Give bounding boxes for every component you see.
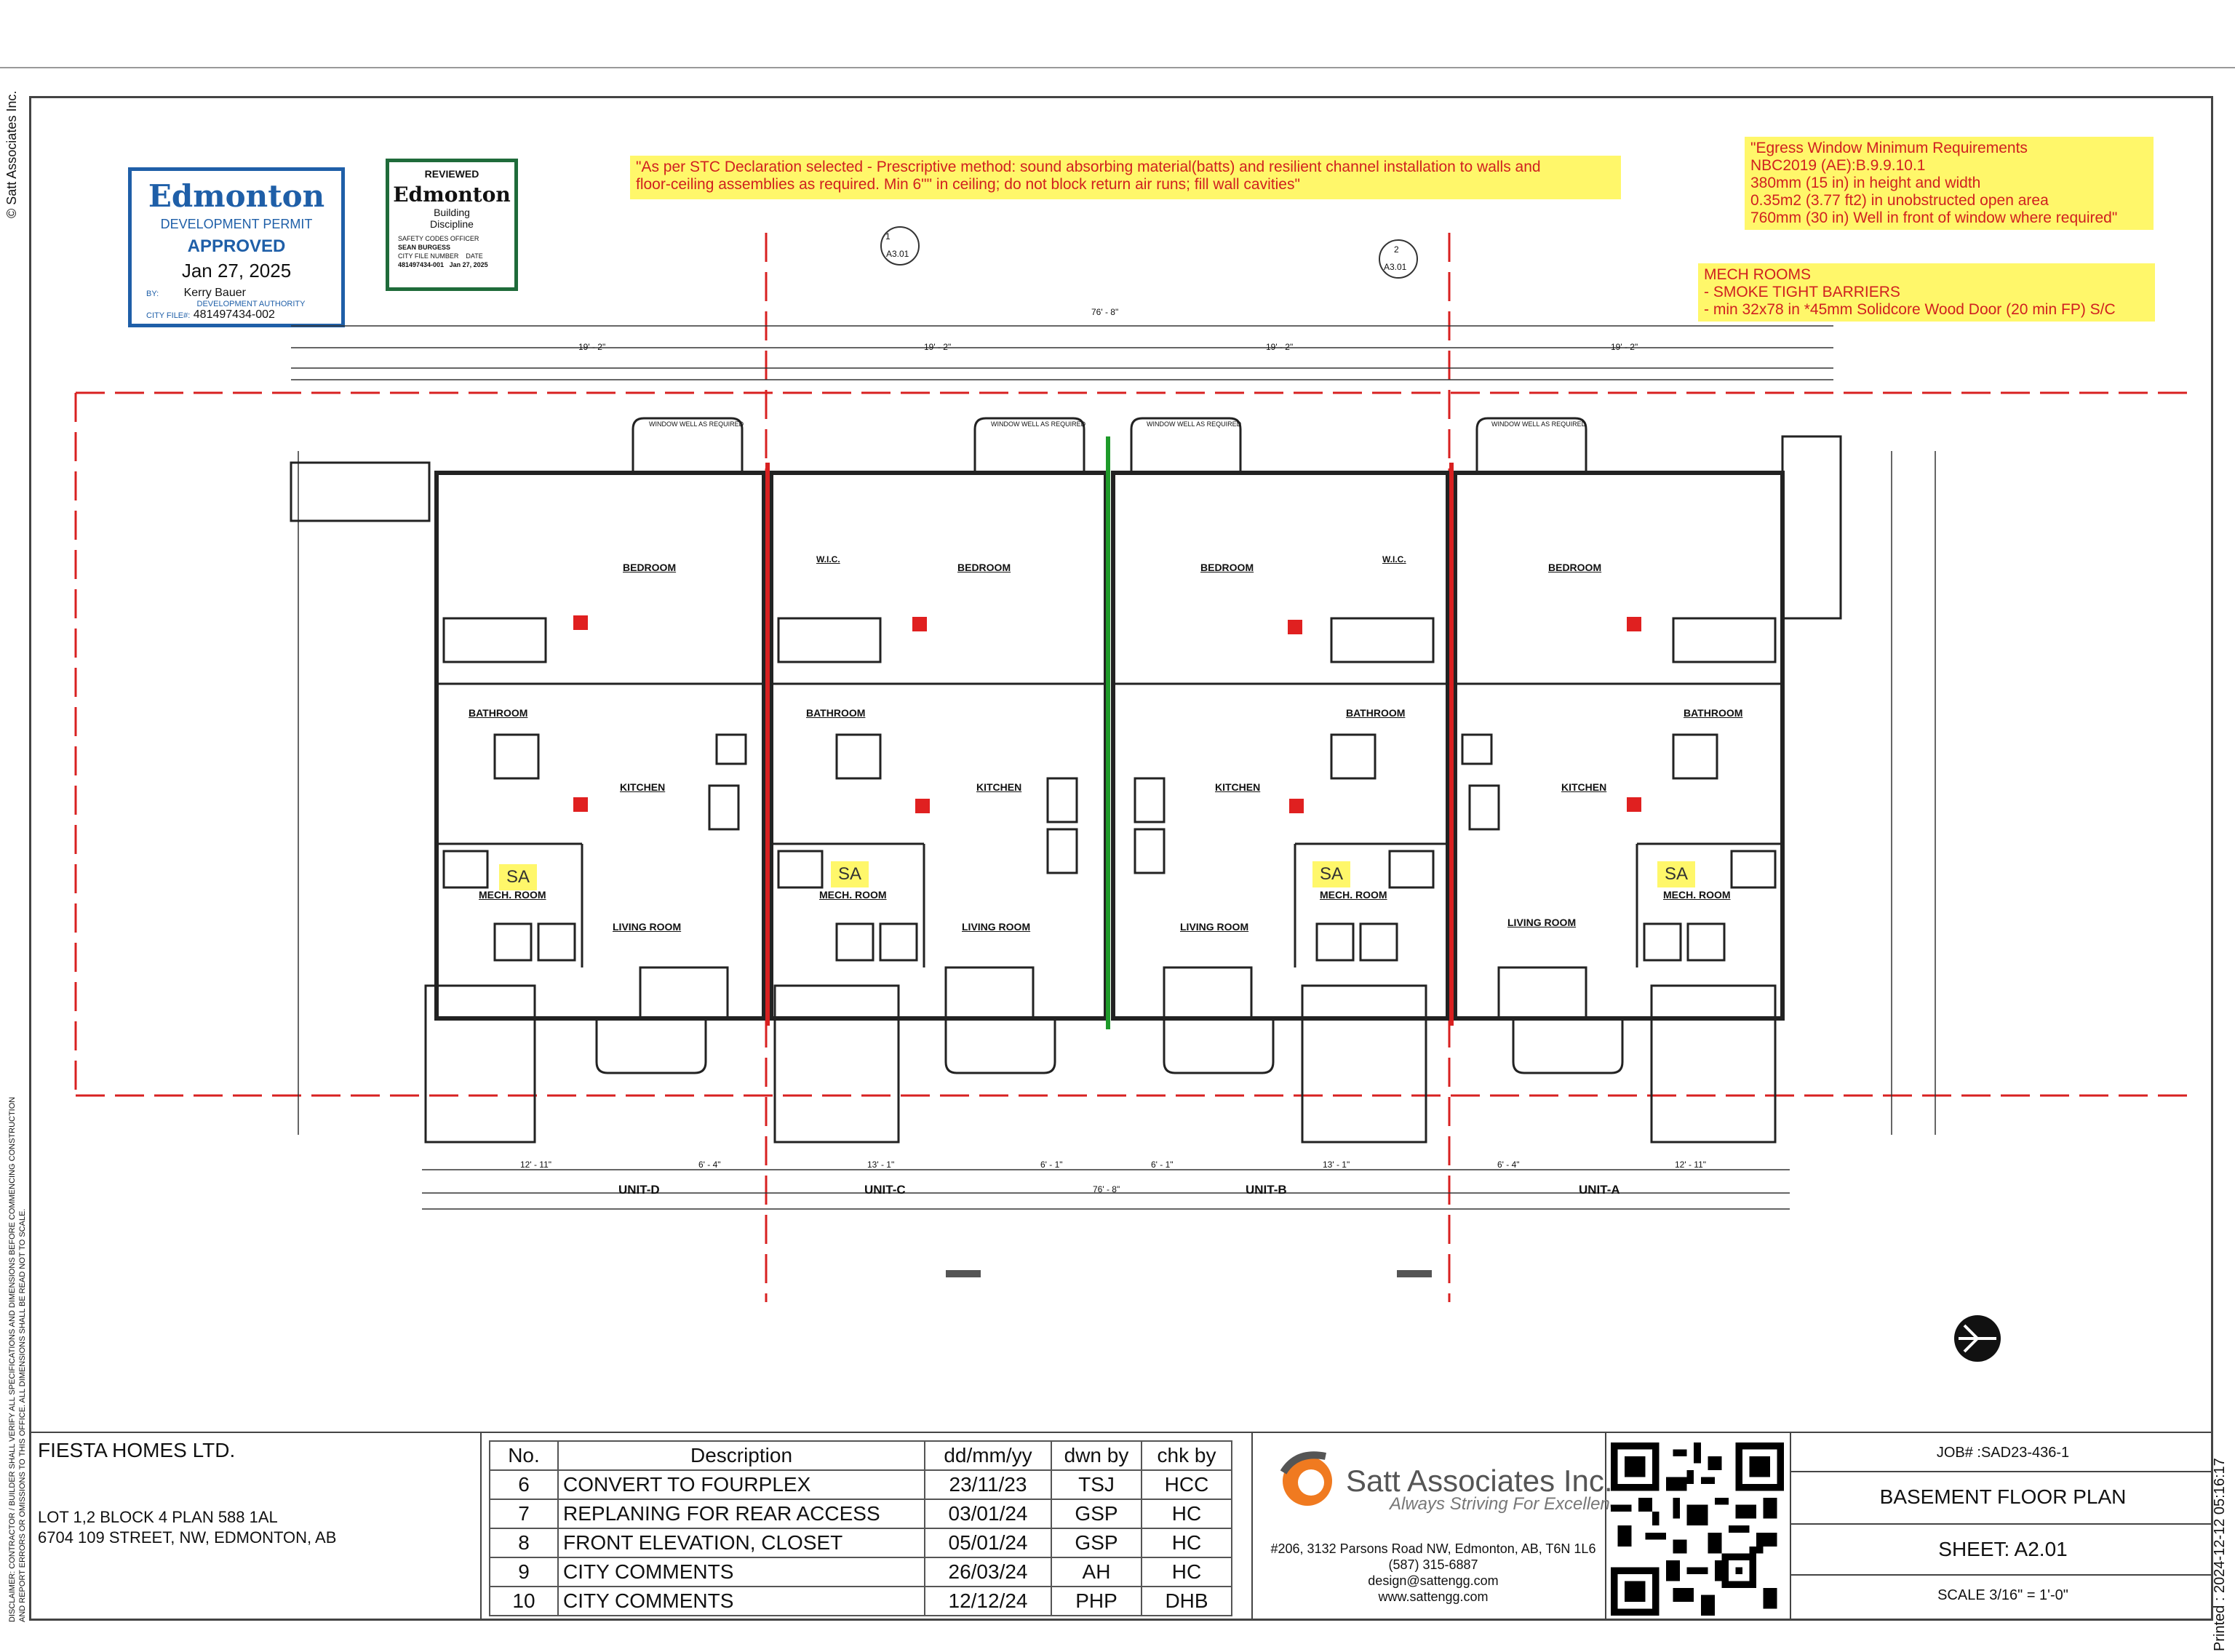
bottom-dim-1: 12' - 11" <box>520 1160 552 1170</box>
room-living-a: LIVING ROOM <box>1507 917 1577 928</box>
edmonton-logo: Edmonton <box>393 183 511 207</box>
room-kitchen-b: KITCHEN <box>1215 781 1261 793</box>
mech-rooms-note: MECH ROOMS - SMOKE TIGHT BARRIERS - min … <box>1698 263 2155 322</box>
room-kitchen-c: KITCHEN <box>976 781 1022 793</box>
top-dim-c: 19' - 2" <box>924 342 952 352</box>
unit-a-outline <box>1453 471 1785 1021</box>
room-wic-c: W.I.C. <box>816 554 840 564</box>
qr-code-icon <box>1611 1442 1784 1616</box>
unit-label-b: UNIT-B <box>1246 1183 1287 1197</box>
unit-d-outline <box>434 471 766 1021</box>
firm-website: www.sattengg.com <box>1378 1589 1489 1604</box>
room-bedroom-d: BEDROOM <box>623 562 677 573</box>
revision-header-row: No. Description dd/mm/yy dwn by chk by <box>489 1440 1232 1471</box>
sa-marker-d: SA <box>499 864 537 890</box>
revision-table: No. Description dd/mm/yy dwn by chk by 6… <box>489 1440 1232 1616</box>
revision-row: 10 CITY COMMENTS 12/12/24 PHP DHB <box>489 1586 1232 1616</box>
firm-tagline: Always Striving For Excellence <box>1390 1494 1629 1514</box>
bottom-dim-5: 6' - 1" <box>1151 1160 1174 1170</box>
bottom-dim-3: 13' - 1" <box>867 1160 895 1170</box>
sound-note: "As per STC Declaration selected - Presc… <box>630 156 1621 199</box>
revision-row: 6 CONVERT TO FOURPLEX 23/11/23 TSJ HCC <box>489 1469 1232 1500</box>
sheet-border <box>29 96 2213 1621</box>
permit-authority: DEVELOPMENT AUTHORITY <box>196 300 306 308</box>
unit-b-outline <box>1111 471 1450 1021</box>
review-meta: SAFETY CODES OFFICER SEAN BURGESS CITY F… <box>398 235 488 268</box>
title-block <box>29 1432 2213 1622</box>
window-well-c: WINDOW WELL AS REQUIRED <box>991 420 1086 428</box>
review-line-1: Building <box>434 207 470 218</box>
sa-marker-c: SA <box>831 861 869 887</box>
room-living-b: LIVING ROOM <box>1180 921 1249 933</box>
top-dim-d: 19' - 2" <box>578 342 606 352</box>
room-bedroom-c: BEDROOM <box>957 562 1011 573</box>
room-bathroom-a: BATHROOM <box>1684 707 1743 719</box>
room-bathroom-d: BATHROOM <box>469 707 528 719</box>
unit-label-a: UNIT-A <box>1579 1183 1620 1197</box>
room-mech-d: MECH. ROOM <box>479 889 546 901</box>
firm-contact: #206, 3132 Parsons Road NW, Edmonton, AB… <box>1266 1541 1601 1605</box>
firm-email: design@sattengg.com <box>1368 1573 1499 1588</box>
top-dim-b: 19' - 2" <box>1266 342 1294 352</box>
top-dim-a: 19' - 2" <box>1611 342 1638 352</box>
room-kitchen-a: KITCHEN <box>1561 781 1607 793</box>
room-living-d: LIVING ROOM <box>613 921 682 933</box>
section-tag-2-num: 2 <box>1394 244 1399 255</box>
room-mech-a: MECH. ROOM <box>1663 889 1731 901</box>
bottom-dim-7: 6' - 4" <box>1497 1160 1520 1170</box>
top-rule <box>0 67 2235 68</box>
permit-status: APPROVED <box>187 236 286 256</box>
client-name: FIESTA HOMES LTD. <box>38 1439 236 1461</box>
drawing-title: BASEMENT FLOOR PLAN <box>1879 1485 2127 1508</box>
firm-name: Satt Associates Inc. <box>1346 1464 1613 1498</box>
bottom-dim-6: 13' - 1" <box>1323 1160 1350 1170</box>
review-header: REVIEWED <box>424 168 479 180</box>
room-bathroom-b: BATHROOM <box>1346 707 1406 719</box>
unit-label-c: UNIT-C <box>864 1183 906 1197</box>
unit-label-d: UNIT-D <box>618 1183 660 1197</box>
egress-note: "Egress Window Minimum Requirements NBC2… <box>1745 137 2154 230</box>
permit-by: BY: Kerry Bauer <box>146 287 246 299</box>
room-bedroom-b: BEDROOM <box>1200 562 1254 573</box>
job-number: JOB# :SAD23-436-1 <box>1936 1445 2070 1461</box>
room-mech-b: MECH. ROOM <box>1320 889 1387 901</box>
bottom-dim-4: 6' - 1" <box>1040 1160 1063 1170</box>
sa-marker-a: SA <box>1657 861 1695 887</box>
permit-date: Jan 27, 2025 <box>181 260 292 282</box>
review-line-2: Discipline <box>430 218 474 230</box>
firm-phone: (587) 315-6887 <box>1388 1557 1478 1572</box>
window-well-a: WINDOW WELL AS REQUIRED <box>1491 420 1587 428</box>
bottom-dim-8: 12' - 11" <box>1675 1160 1707 1170</box>
development-permit-stamp: Edmonton DEVELOPMENT PERMIT APPROVED Jan… <box>128 167 345 327</box>
room-wic-b: W.I.C. <box>1382 554 1406 564</box>
revision-row: 9 CITY COMMENTS 26/03/24 AH HC <box>489 1557 1232 1587</box>
permit-file: CITY FILE#: 481497434-002 <box>146 308 275 321</box>
drawing-scale: SCALE 3/16" = 1'-0" <box>1937 1587 2068 1603</box>
permit-subtitle: DEVELOPMENT PERMIT <box>160 217 313 231</box>
section-tag-1-ref: A3.01 <box>886 249 909 259</box>
firm-address: #206, 3132 Parsons Road NW, Edmonton, AB… <box>1270 1541 1596 1556</box>
room-bedroom-a: BEDROOM <box>1548 562 1602 573</box>
section-tag-2-ref: A3.01 <box>1384 262 1407 272</box>
overall-width-bottom: 76' - 8" <box>1093 1184 1120 1194</box>
building-review-stamp: REVIEWED Edmonton Building Discipline SA… <box>386 159 518 291</box>
revision-row: 7 REPLANING FOR REAR ACCESS 03/01/24 GSP… <box>489 1499 1232 1529</box>
bottom-dim-2: 6' - 4" <box>698 1160 721 1170</box>
section-tag-1-num: 1 <box>885 231 891 242</box>
room-kitchen-d: KITCHEN <box>620 781 666 793</box>
window-well-b: WINDOW WELL AS REQUIRED <box>1147 420 1242 428</box>
lot-description: LOT 1,2 BLOCK 4 PLAN 588 1AL 6704 109 ST… <box>38 1508 337 1547</box>
room-mech-c: MECH. ROOM <box>819 889 887 901</box>
sheet-number: SHEET: A2.01 <box>1938 1538 2068 1560</box>
satt-logo-icon <box>1280 1451 1332 1506</box>
sa-marker-b: SA <box>1312 861 1350 887</box>
overall-width-top: 76' - 8" <box>1091 307 1119 317</box>
window-well-d: WINDOW WELL AS REQUIRED <box>649 420 744 428</box>
edmonton-logo: Edmonton <box>148 178 325 214</box>
room-living-c: LIVING ROOM <box>962 921 1031 933</box>
room-bathroom-c: BATHROOM <box>806 707 866 719</box>
revision-row: 8 FRONT ELEVATION, CLOSET 05/01/24 GSP H… <box>489 1528 1232 1558</box>
